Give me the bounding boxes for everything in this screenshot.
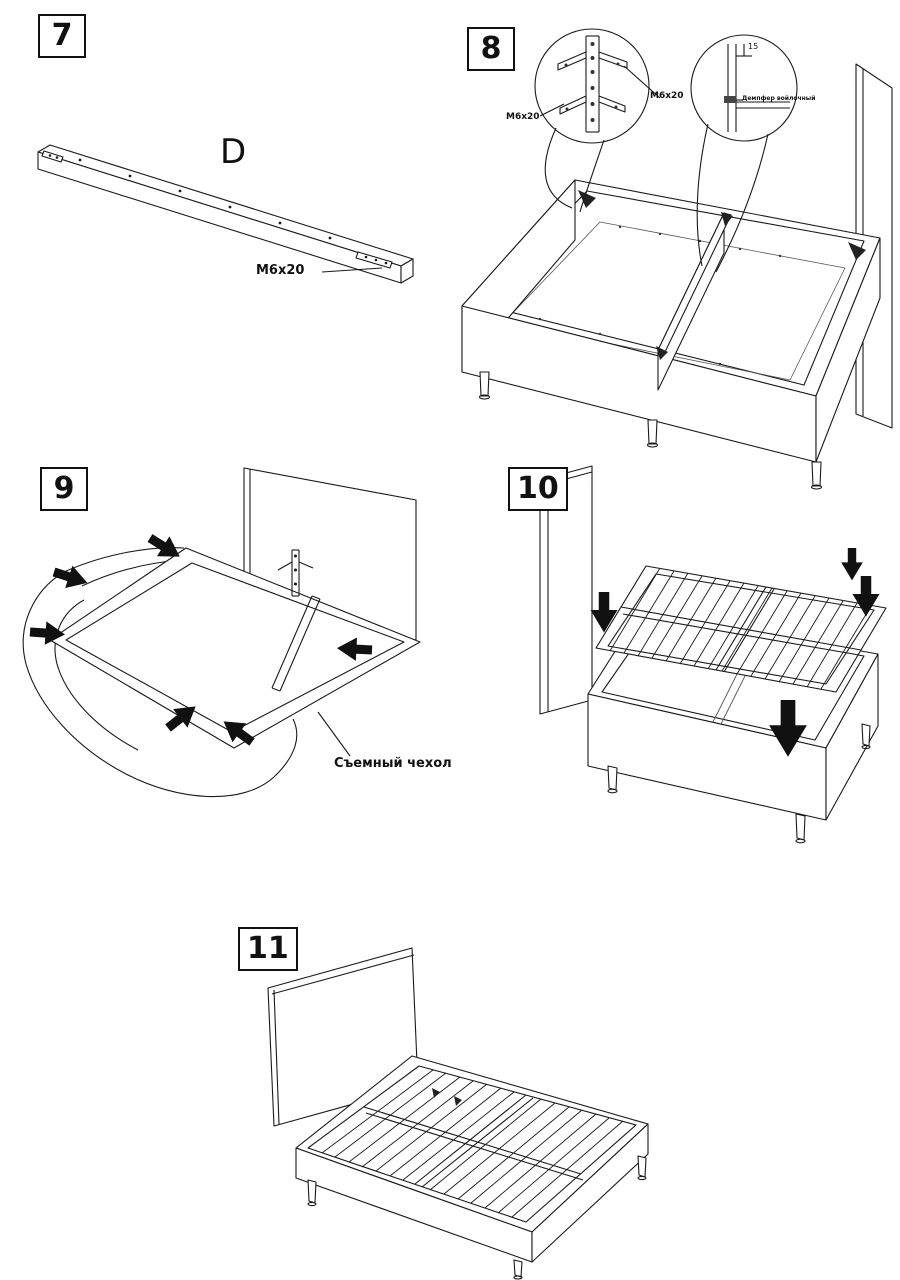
step-11-illustration — [267, 947, 649, 1280]
box-right-wall — [825, 653, 879, 821]
frame-floor — [503, 221, 846, 381]
corner-brackets — [578, 190, 866, 360]
plank-holes — [78, 158, 332, 240]
frame-legs — [478, 371, 823, 490]
screw-leader-right — [623, 65, 661, 99]
press-arrows — [29, 534, 373, 746]
step-7-badge: 7 — [38, 14, 86, 58]
step-9-illustration — [22, 467, 421, 798]
detail-callout-bracket — [534, 28, 661, 213]
bed-end-wall — [531, 1123, 649, 1263]
screw-label-step7: M6x20 — [256, 263, 305, 278]
center-rails — [363, 1094, 584, 1188]
part-d-label: D — [220, 132, 247, 172]
slat-base — [595, 565, 887, 693]
step-7-illustration — [37, 144, 414, 284]
callout-tail — [715, 133, 769, 273]
step-11-badge: 11 — [238, 927, 298, 971]
callout-tail — [579, 139, 605, 213]
step-7-number: 7 — [51, 18, 73, 53]
felt-damper-label: Демпфер войлочный — [742, 95, 816, 102]
callout-tail — [696, 123, 709, 267]
step-9-number: 9 — [53, 471, 75, 506]
down-arrows — [590, 548, 880, 757]
center-divider — [271, 595, 321, 692]
screw-leader-line — [321, 267, 383, 273]
screw-leader-left — [539, 103, 565, 117]
bed-legs — [307, 1155, 647, 1280]
callout-tail — [544, 127, 573, 209]
frame-right-wall — [815, 237, 881, 463]
plank-end-brackets — [41, 150, 393, 269]
step-8-badge: 8 — [467, 27, 515, 71]
box-legs — [607, 723, 871, 844]
cover-leader-line — [317, 711, 351, 757]
step-10-illustration — [539, 465, 887, 844]
plank-end-face — [400, 258, 414, 284]
detail-callout-damper — [690, 34, 798, 273]
removable-cover-label: Съемный чехол — [334, 756, 452, 771]
step-11-number: 11 — [247, 931, 289, 966]
corner-bracket-small — [277, 549, 314, 597]
step-10-number: 10 — [517, 471, 559, 506]
step-8-number: 8 — [480, 31, 502, 66]
felt-damper — [724, 96, 736, 103]
center-brackets — [432, 1088, 462, 1106]
dimension-label: 15 — [748, 42, 759, 51]
slats — [609, 567, 872, 690]
step-10-badge: 10 — [508, 467, 568, 511]
bed-rim-inner — [307, 1065, 637, 1223]
step-8-illustration — [461, 28, 893, 490]
screw-label-step8-right: M6x20 — [650, 91, 684, 101]
screw-label-step8-left: M6x20 — [506, 112, 540, 122]
step-9-badge: 9 — [40, 467, 88, 511]
